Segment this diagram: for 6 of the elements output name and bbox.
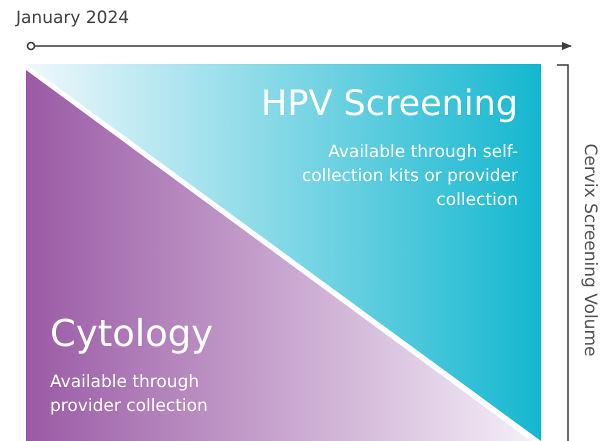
axis-label: Cervix Screening Volume bbox=[580, 144, 600, 356]
panel-heading: HPV Screening bbox=[261, 84, 518, 124]
panel-description: Available through self-collection kits or provider collection bbox=[300, 141, 518, 212]
panel-description: Available through provider collection bbox=[50, 371, 209, 418]
date-label: January 2024 bbox=[16, 8, 130, 28]
panel-heading: Cytology bbox=[50, 312, 214, 355]
